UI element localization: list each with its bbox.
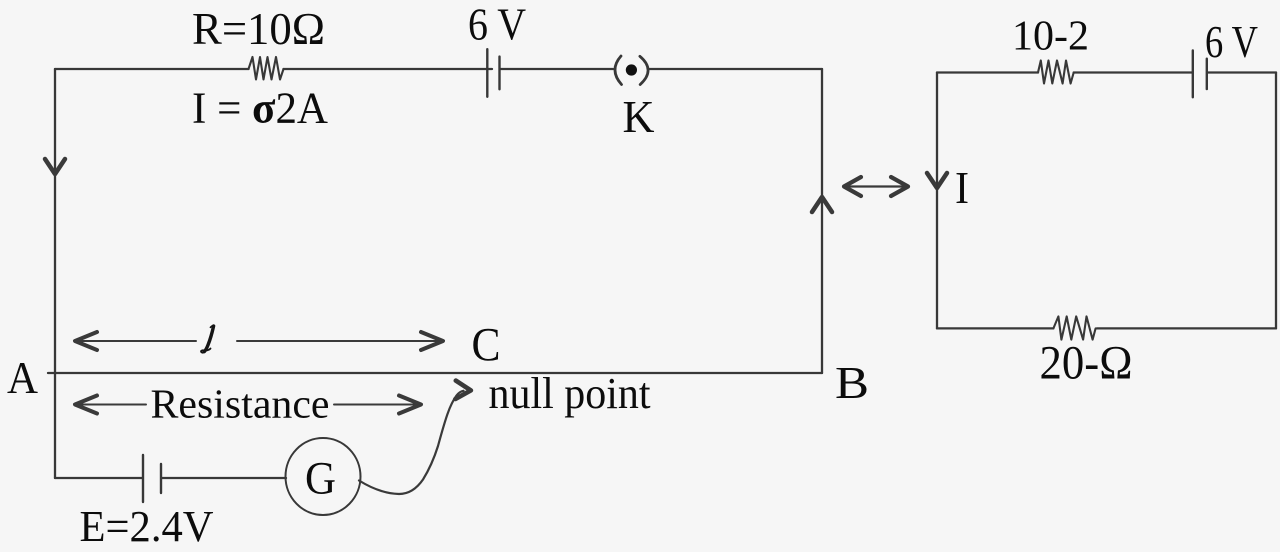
svg-text:6 V: 6 V <box>1205 16 1258 67</box>
svg-text:Resistance: Resistance <box>151 381 330 427</box>
svg-text:K: K <box>623 91 655 142</box>
svg-text:10-2: 10-2 <box>1012 14 1089 60</box>
svg-text:A: A <box>7 352 38 403</box>
svg-text:E=2.4V: E=2.4V <box>80 502 214 551</box>
svg-text:I = σ2A: I = σ2A <box>192 84 328 133</box>
svg-text:C: C <box>472 319 501 372</box>
svg-text:R=10Ω: R=10Ω <box>192 4 325 54</box>
svg-text:B: B <box>835 357 869 408</box>
svg-text:G: G <box>305 453 336 505</box>
svg-text:6 V: 6 V <box>468 0 526 50</box>
svg-text:20-Ω: 20-Ω <box>1040 337 1133 390</box>
svg-text:null point: null point <box>489 369 651 418</box>
svg-text:I: I <box>955 162 969 213</box>
